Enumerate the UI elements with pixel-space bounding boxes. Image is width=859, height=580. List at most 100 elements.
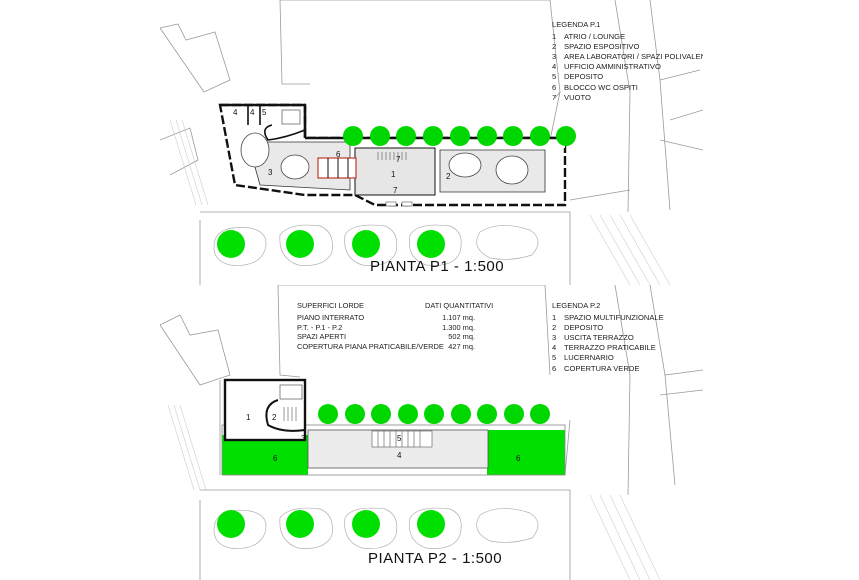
legend-num: 7	[552, 92, 557, 102]
plan-p2-drawing	[160, 285, 703, 580]
room-label: 1	[391, 170, 396, 179]
legend-num: 3	[552, 333, 557, 343]
legend-num: 1	[552, 32, 557, 42]
surface-value: 427 mq.	[448, 341, 475, 351]
legend-num: 4	[552, 343, 557, 353]
legend-num: 6	[552, 363, 557, 373]
tree	[530, 404, 550, 424]
tree	[477, 126, 497, 146]
tree	[417, 230, 445, 258]
legend-row: 1 ATRIO / LOUNGE	[552, 32, 703, 42]
legend-row: 7 VUOTO	[552, 93, 703, 103]
surface-value: 1.107 mq.	[442, 313, 475, 322]
room-label: 6	[336, 150, 341, 159]
tree	[352, 510, 380, 538]
surface-label: P.T. - P.1 - P.2	[297, 322, 343, 332]
legend-num: 1	[552, 313, 557, 323]
room-label: 3	[301, 434, 306, 443]
surfaces-row: SPAZI APERTI 502 mq.	[297, 332, 475, 342]
tree	[352, 230, 380, 258]
legend-title: LEGENDA P.1	[552, 20, 601, 29]
surfaces-row: PIANO INTERRATO 1.107 mq.	[297, 313, 475, 323]
tree	[396, 126, 416, 146]
plan-p2: 1 2 3 4 5 6 6 SUPERFICI LORDE DATI QUANT…	[160, 285, 703, 580]
room-label: 6	[516, 454, 521, 463]
tree	[286, 510, 314, 538]
tree	[451, 404, 471, 424]
legend-text: DEPOSITO	[564, 72, 604, 82]
legend-text: VUOTO	[564, 92, 591, 102]
legend-text: COPERTURA VERDE	[564, 363, 640, 373]
tree	[556, 126, 576, 146]
legend-num: 3	[552, 52, 557, 62]
legend-num: 5	[552, 72, 557, 82]
surface-label: COPERTURA PIANA PRATICABILE/VERDE	[297, 341, 444, 351]
legend-text: UFFICIO AMMINISTRATIVO	[564, 62, 661, 72]
tree	[371, 404, 391, 424]
legend-text: USCITA TERRAZZO	[564, 333, 634, 343]
room-label: 7	[393, 186, 398, 195]
tree	[424, 404, 444, 424]
tree	[398, 404, 418, 424]
context-hatch	[169, 119, 671, 285]
room-label: 5	[397, 434, 402, 443]
room-label: 5	[262, 108, 267, 117]
legend-text: LUCERNARIO	[564, 353, 614, 363]
legend-title: LEGENDA P.2	[552, 301, 601, 310]
surface-value: 502 mq.	[448, 332, 475, 342]
plan-p1: 1 2 3 4 4 5 6 7 7 LEGENDA P.1 1 ATRIO / L…	[160, 0, 703, 285]
room-label: 1	[246, 413, 251, 422]
tree	[504, 404, 524, 424]
legend-num: 2	[552, 42, 557, 52]
quantities-title: DATI QUANTITATIVI	[425, 301, 494, 310]
legend-row: 3 AREA LABORATORI / SPAZI POLIVALENTI	[552, 52, 703, 62]
tree	[370, 126, 390, 146]
tree	[423, 126, 443, 146]
legend-row: 2 SPAZIO ESPOSITIVO	[552, 42, 703, 52]
legend-row: 4 TERRAZZO PRATICABILE	[552, 343, 664, 353]
tree	[417, 510, 445, 538]
legend-row: 6 COPERTURA VERDE	[552, 364, 664, 374]
green-roof	[487, 430, 565, 475]
plan-title: PIANTA P1 - 1:500	[370, 258, 505, 275]
surfaces-title: SUPERFICI LORDE	[297, 301, 364, 310]
legend-text: AREA LABORATORI / SPAZI POLIVALENTI	[564, 52, 703, 62]
legend-text: TERRAZZO PRATICABILE	[564, 343, 656, 353]
legend-text: SPAZIO ESPOSITIVO	[564, 42, 640, 52]
garden-beds	[213, 507, 539, 549]
tree	[217, 510, 245, 538]
room-label: 3	[268, 168, 273, 177]
room-label: 4	[233, 108, 238, 117]
tree	[343, 126, 363, 146]
tree	[477, 404, 497, 424]
legend-num: 5	[552, 353, 557, 363]
tree	[450, 126, 470, 146]
surfaces-header: SUPERFICI LORDE DATI QUANTITATIVI	[297, 301, 493, 313]
legend-row: 4 UFFICIO AMMINISTRATIVO	[552, 62, 703, 72]
room-label: 6	[273, 454, 278, 463]
tree	[345, 404, 365, 424]
legend-text: BLOCCO WC OSPITI	[564, 82, 638, 92]
legend-text: DEPOSITO	[564, 323, 604, 333]
legend-row: 5 LUCERNARIO	[552, 353, 664, 363]
legend-row: 2 DEPOSITO	[552, 323, 664, 333]
garden-beds	[213, 224, 539, 266]
building-p2	[221, 378, 566, 476]
legend-text: ATRIO / LOUNGE	[564, 32, 626, 42]
context-lines	[160, 285, 703, 580]
legend-num: 4	[552, 62, 557, 72]
room-label: 2	[446, 172, 451, 181]
surface-label: SPAZI APERTI	[297, 332, 347, 342]
legend-row: 5 DEPOSITO	[552, 72, 703, 82]
surface-label: PIANO INTERRATO	[297, 313, 365, 322]
room-label: 4	[397, 451, 402, 460]
tree	[286, 230, 314, 258]
surfaces-table: SUPERFICI LORDE DATI QUANTITATIVI PIANO …	[297, 301, 493, 351]
legend-num: 2	[552, 323, 557, 333]
room-label: 2	[272, 413, 277, 422]
legend-num: 6	[552, 82, 557, 92]
